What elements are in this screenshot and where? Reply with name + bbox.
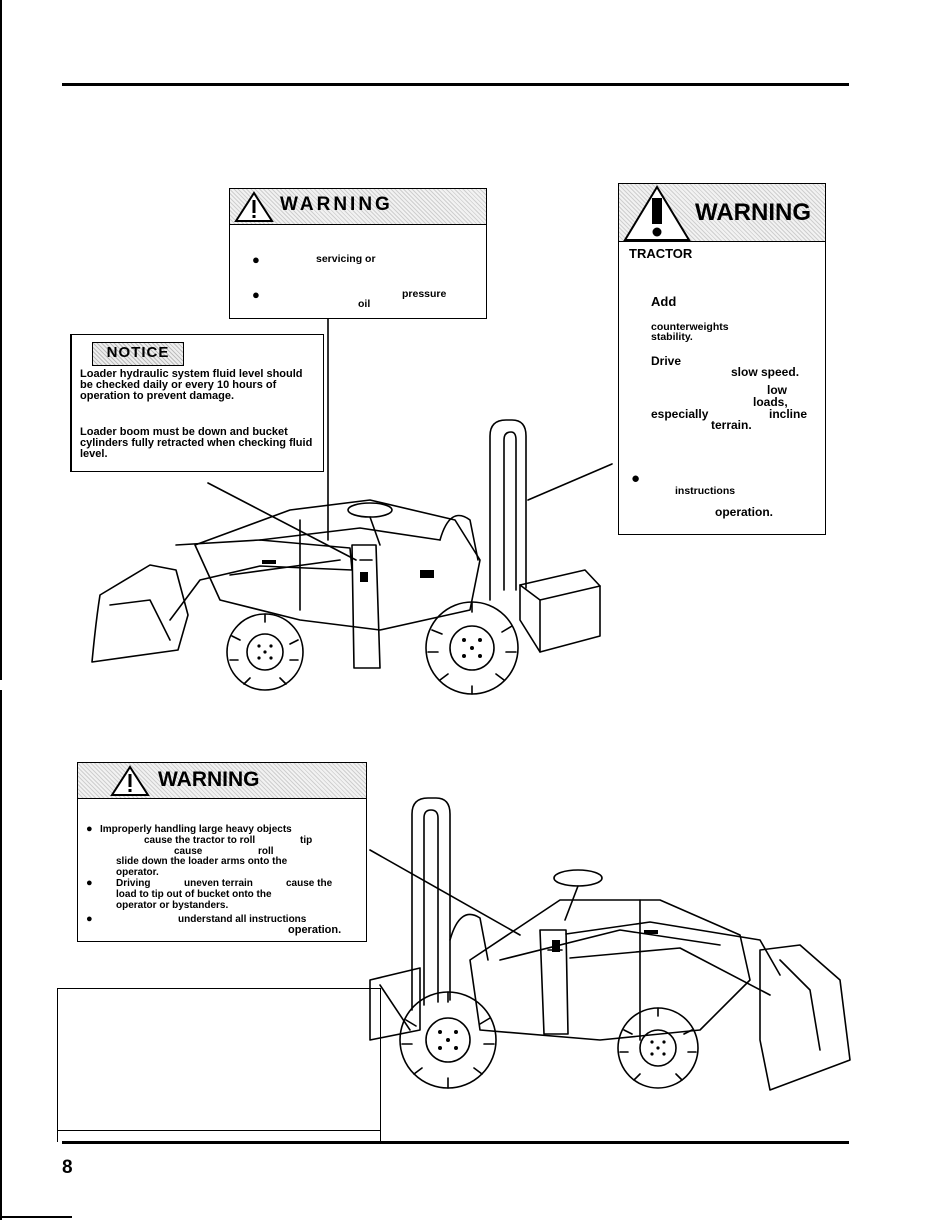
warning-line-2b: oil [358,298,371,310]
bw-b1-l3b: roll [258,846,274,857]
warning-title: WARNING [158,768,260,791]
warning-item-incline: incline [769,407,808,421]
notice-para-2: Loader boom must be down and bucket cyli… [80,426,313,460]
bw-b3-l1: understand all instructions [178,914,307,925]
warning-triangle-icon [623,185,691,241]
bottom-warning-decal: WARNING ● Improperly handling large heav… [77,762,367,942]
warning-item-loads: loads, [753,395,788,409]
bullet-icon: ● [631,470,641,487]
bw-b2-l3: operator or bystanders. [116,900,229,911]
warning-header: WARNING [619,184,825,242]
warning-triangle-icon [110,765,150,796]
bw-b1-tip: tip [300,835,313,846]
warning-item-instructions: instructions [675,485,736,497]
bw-b1-l4: slide down the loader arms onto the [116,856,288,867]
bullet-icon: ● [252,252,260,267]
bw-b1-l3a: cause [174,846,203,857]
warning-item-operation: operation. [715,505,774,519]
notice-badge: NOTICE [92,342,184,366]
bottom-left-rule [0,1216,72,1218]
bottom-rule [62,1141,849,1144]
warning-triangle-icon [234,191,274,222]
top-center-warning-decal: WARNING ● servicing or ● pressure oil [229,188,487,319]
warning-item-slow: slow speed. [731,365,800,379]
bullet-icon: ● [86,877,93,889]
left-page-edge-lower [0,690,2,1220]
page-number: 8 [62,1157,73,1178]
warning-item-terrain: terrain. [711,418,752,432]
bw-b2-l1a: Driving [116,878,151,889]
right-warning-decal: WARNING TRACTOR Add counterweights stabi… [618,183,826,535]
bullet-icon: ● [86,913,93,925]
warning-heading: TRACTOR [629,246,693,261]
warning-line-2a: pressure [402,288,447,300]
bullet-icon: ● [252,287,260,302]
bw-b1-l5: operator. [116,867,159,878]
bw-b3-l2: operation. [288,924,342,936]
bw-b2-l1c: cause the [286,878,333,889]
top-rule [62,83,849,86]
empty-frame-divider [57,1130,381,1131]
warning-line-1: servicing or [316,253,376,265]
warning-header: WARNING [230,189,486,225]
warning-item-low: low [767,383,787,397]
bw-b2-l1b: uneven terrain [184,878,253,889]
empty-frame-box [57,988,381,1142]
notice-decal: NOTICE Loader hydraulic system fluid lev… [70,334,324,472]
bw-b1-l2: cause the tractor to roll [144,835,256,846]
warning-item-counterweights: counterweights [651,321,729,333]
notice-para-1: Loader hydraulic system fluid level shou… [80,368,303,402]
bullet-icon: ● [86,823,93,835]
bw-b1-l1: Improperly handling large heavy objects [100,824,292,835]
warning-title: WARNING [280,194,393,215]
bw-b2-l2: load to tip out of bucket onto the [116,889,272,900]
warning-item-add: Add [651,294,677,309]
warning-item-drive: Drive [651,354,682,368]
left-page-edge [0,0,2,680]
warning-header: WARNING [78,763,366,799]
warning-item-stability: stability. [651,331,693,343]
warning-title: WARNING [695,199,811,226]
warning-item-especially: especially [651,407,709,421]
